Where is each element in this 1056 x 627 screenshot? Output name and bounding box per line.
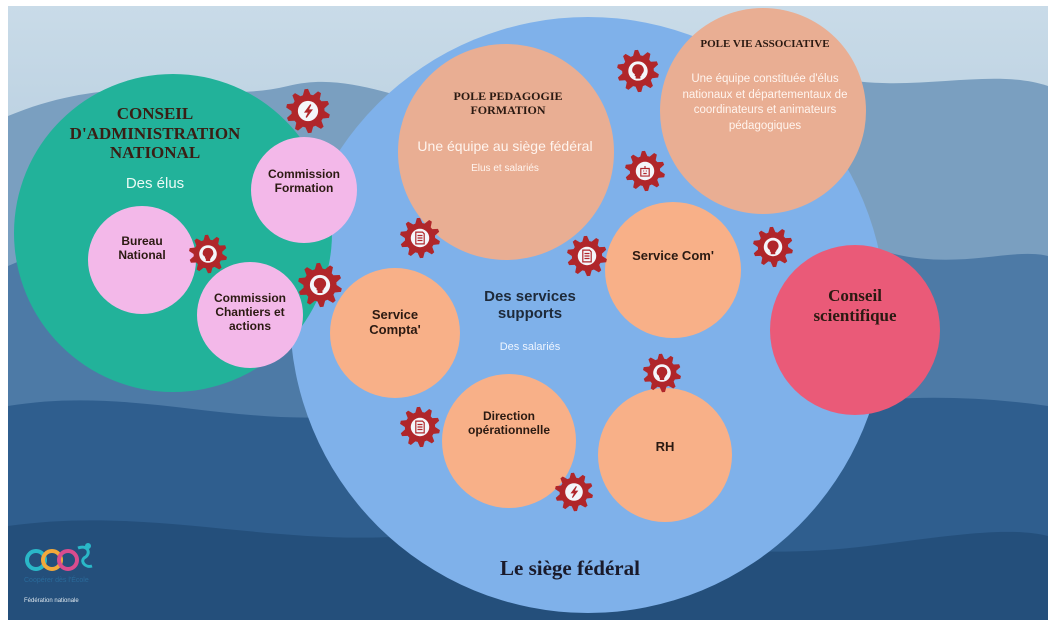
lightbulb-icon — [202, 247, 214, 261]
lightbulb-icon — [767, 240, 779, 255]
lightbulb-icon — [313, 277, 327, 294]
conseil-scientifique-circle — [770, 245, 940, 415]
commission-formation-label: Commission Formation — [267, 167, 340, 195]
document-icon — [415, 420, 425, 434]
bureau-national-circle — [88, 206, 196, 314]
gear-pole-pedagogie-vie — [617, 49, 659, 93]
services-title: Des services supports — [484, 288, 576, 323]
lightbulb-icon — [632, 64, 644, 79]
pole-vie-description: Une équipe constituée d'élus nationaux e… — [682, 73, 848, 132]
service-com-circle — [605, 202, 741, 338]
pole-vie-associative-circle — [660, 8, 866, 214]
pole-pedagogie-title: POLE PEDAGOGIE FORMATION — [453, 89, 563, 117]
gear-bureau-chantiers — [189, 234, 227, 274]
gear-pedagogie-services — [400, 217, 440, 259]
commission-chantiers-circle — [197, 262, 303, 368]
occe-logo: Coopérer dès l'École Fédération national… — [22, 540, 112, 610]
gear-commission-formation — [286, 88, 330, 134]
gear-servicecom-conseilsci — [753, 226, 793, 268]
conseil-admin-title: CONSEIL D'ADMINISTRATION NATIONAL — [69, 104, 241, 163]
pole-pedagogie-note: Elus et salariés — [471, 163, 539, 174]
lightning-icon — [570, 486, 579, 498]
gear-chantiers-compta — [298, 262, 342, 308]
commission-formation-circle — [251, 137, 357, 243]
services-subtitle: Des salariés — [499, 341, 561, 353]
service-compta-circle — [330, 268, 460, 398]
conseil-scientifique-label: Conseil scientifique — [813, 286, 897, 325]
logo-caption: Coopérer dès l'École — [24, 575, 89, 584]
siege-federal-label: Le siège fédéral — [500, 556, 640, 580]
document-icon — [582, 249, 592, 263]
gear-servicecom-rh — [643, 353, 681, 393]
service-com-label: Service Com' — [632, 248, 714, 263]
rh-label: RH — [655, 439, 675, 454]
gear-services-servicecom — [567, 235, 607, 277]
pole-vie-title: POLE VIE ASSOCIATIVE — [700, 38, 830, 50]
service-compta-label: Service Compta' — [369, 307, 421, 337]
pole-pedagogie-circle — [398, 44, 614, 260]
rh-circle — [598, 388, 732, 522]
gear-pole-servicecom — [625, 150, 665, 192]
bureau-national-label: Bureau National — [118, 234, 166, 262]
pole-pedagogie-subtitle: Une équipe au siège fédéral — [417, 138, 593, 154]
direction-label: Direction opérationnelle — [467, 409, 550, 437]
direction-operationnelle-circle — [442, 374, 576, 508]
conseil-admin-subtitle: Des élus — [125, 175, 185, 192]
document-icon — [415, 231, 425, 245]
gear-hub — [635, 161, 655, 181]
commission-chantiers-label: Commission Chantiers et actions — [213, 291, 286, 333]
gear-direction-rh — [555, 472, 593, 512]
lightbulb-icon — [656, 366, 668, 380]
lightning-icon — [303, 104, 313, 118]
logo-small-text: Fédération nationale — [24, 598, 79, 604]
gear-compta-direction — [400, 406, 440, 448]
logo-mark: Coopérer dès l'École Fédération national… — [24, 543, 93, 604]
robot-icon — [640, 165, 650, 177]
